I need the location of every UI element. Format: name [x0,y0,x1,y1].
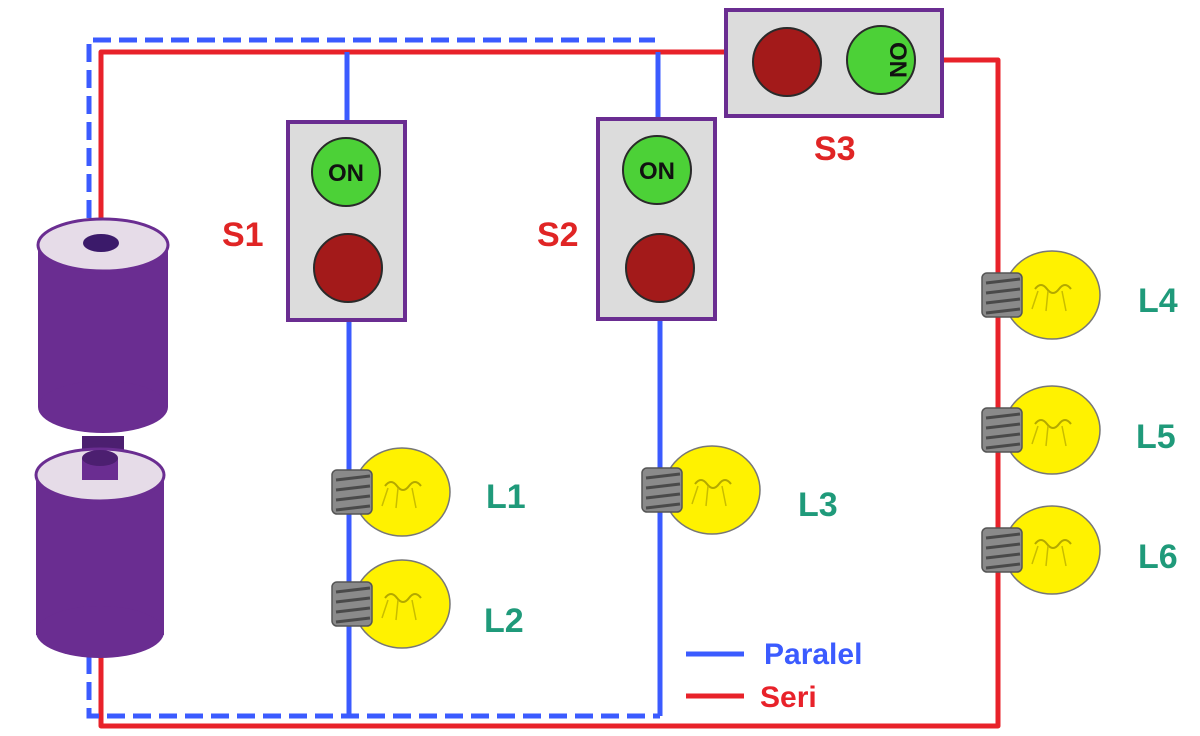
switch-s3-label: S3 [814,130,856,168]
lamp-l1-label: L1 [486,478,526,516]
switch-s1-on-button[interactable] [311,137,381,207]
switch-s2-on-button[interactable] [622,135,692,205]
parallel-wire-dashed-top [86,37,655,244]
lamp-l6-label: L6 [1138,538,1178,576]
switch-s2[interactable]: ON [596,117,717,321]
switch-s2-off-button[interactable] [625,233,695,303]
switch-s1-off-button[interactable] [313,233,383,303]
series-wire-top [98,49,726,244]
switch-s3[interactable]: ON [724,8,944,118]
switch-s3-off-button[interactable] [752,27,822,97]
series-wires [98,49,1001,729]
legend-series-label: Seri [760,681,817,714]
series-wire-right [98,57,1001,729]
battery-cell-top [36,217,170,433]
legend-parallel-label: Paralel [764,638,862,671]
switch-s2-on-text: ON [639,158,675,185]
lamp-l5-label: L5 [1136,418,1176,456]
parallel-wire-dashed-bottom [86,656,660,719]
switch-s1-label: S1 [222,216,264,254]
lamp-l2-label: L2 [484,602,524,640]
battery-cell-bottom [34,447,166,658]
lamp-l3-label: L3 [798,486,838,524]
legend: Paralel Seri [686,638,862,714]
switch-s1-on-text: ON [328,160,364,187]
switch-s1[interactable]: ON [286,120,407,322]
battery [34,217,170,658]
lamp-l4-label: L4 [1138,282,1178,320]
parallel-wires [86,37,663,719]
switch-s3-on-text: ON [884,42,911,78]
switch-s3-on-button[interactable] [846,25,916,95]
switch-s2-label: S2 [537,216,579,254]
